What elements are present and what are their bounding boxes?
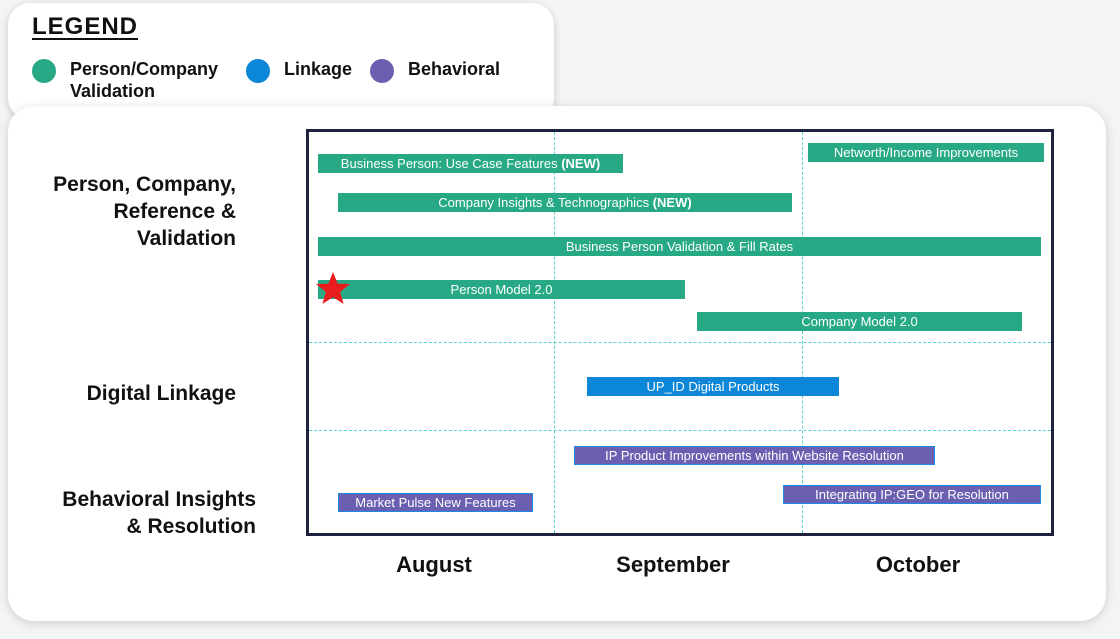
row-divider bbox=[309, 430, 1051, 431]
bar-label: Business Person: Use Case Features bbox=[340, 156, 562, 171]
legend-item-linkage: Linkage bbox=[246, 58, 352, 83]
month-label-september: September bbox=[616, 552, 730, 577]
new-tag: (NEW) bbox=[561, 156, 601, 171]
bar-up-id-digital[interactable]: UP_ID Digital Products bbox=[587, 377, 839, 396]
legend-title: LEGEND bbox=[32, 13, 139, 40]
row-divider bbox=[309, 342, 1051, 343]
bar-label: Company Insights & Technographics bbox=[438, 195, 653, 210]
bar-market-pulse[interactable]: Market Pulse New Features bbox=[338, 493, 533, 512]
row-label-line: Validation bbox=[136, 227, 236, 250]
row-label-behavioral: Behavioral Insights & Resolution bbox=[62, 486, 256, 540]
bar-company-model-2[interactable]: Company Model 2.0 bbox=[697, 312, 1022, 331]
legend-label-behavioral: Behavioral bbox=[408, 59, 501, 79]
row-label-line: Behavioral Insights bbox=[62, 488, 256, 511]
bar-ip-product-improvements[interactable]: IP Product Improvements within Website R… bbox=[574, 446, 935, 465]
star-icon bbox=[316, 272, 350, 304]
legend-item-behavioral: Behavioral bbox=[370, 58, 500, 83]
bar-company-insights[interactable]: Company Insights & Technographics (NEW) bbox=[338, 193, 792, 212]
legend-item-person-company: Person/Company Validation bbox=[32, 58, 218, 102]
month-divider bbox=[802, 132, 803, 533]
bar-business-person-validation[interactable]: Business Person Validation & Fill Rates bbox=[318, 237, 1041, 256]
month-label-october: October bbox=[875, 552, 961, 577]
row-label-line: Digital Linkage bbox=[86, 382, 236, 405]
bar-business-person-use-case[interactable]: Business Person: Use Case Features (NEW) bbox=[318, 154, 623, 173]
legend-card: LEGEND Person/Company Validation Linkage… bbox=[8, 3, 554, 120]
legend-label-person-company: Person/Company Validation bbox=[70, 58, 218, 102]
month-divider bbox=[554, 132, 555, 533]
row-label-line: Person, Company, bbox=[53, 173, 236, 196]
new-tag: (NEW) bbox=[652, 195, 692, 210]
legend-label-linkage: Linkage bbox=[284, 59, 353, 79]
month-label-august: August bbox=[396, 552, 472, 577]
purple-dot-icon bbox=[370, 59, 394, 83]
bar-integrating-ip-geo[interactable]: Integrating IP:GEO for Resolution bbox=[783, 485, 1041, 504]
row-label-person-company: Person, Company, Reference & Validation bbox=[53, 171, 236, 252]
row-label-line: & Resolution bbox=[126, 515, 257, 538]
blue-dot-icon bbox=[246, 59, 270, 83]
bar-networth-income[interactable]: Networth/Income Improvements bbox=[808, 143, 1044, 162]
legend-label-line2: Validation bbox=[70, 81, 156, 101]
timeline-chart: Business Person: Use Case Features (NEW)… bbox=[306, 129, 1054, 536]
legend-label-line1: Person/Company bbox=[70, 59, 219, 79]
row-label-line: Reference & bbox=[113, 200, 236, 223]
bar-person-model-2[interactable]: Person Model 2.0 bbox=[318, 280, 685, 299]
teal-dot-icon bbox=[32, 59, 56, 83]
row-label-digital-linkage: Digital Linkage bbox=[87, 380, 236, 407]
roadmap-card: Person, Company, Reference & Validation … bbox=[8, 106, 1106, 621]
